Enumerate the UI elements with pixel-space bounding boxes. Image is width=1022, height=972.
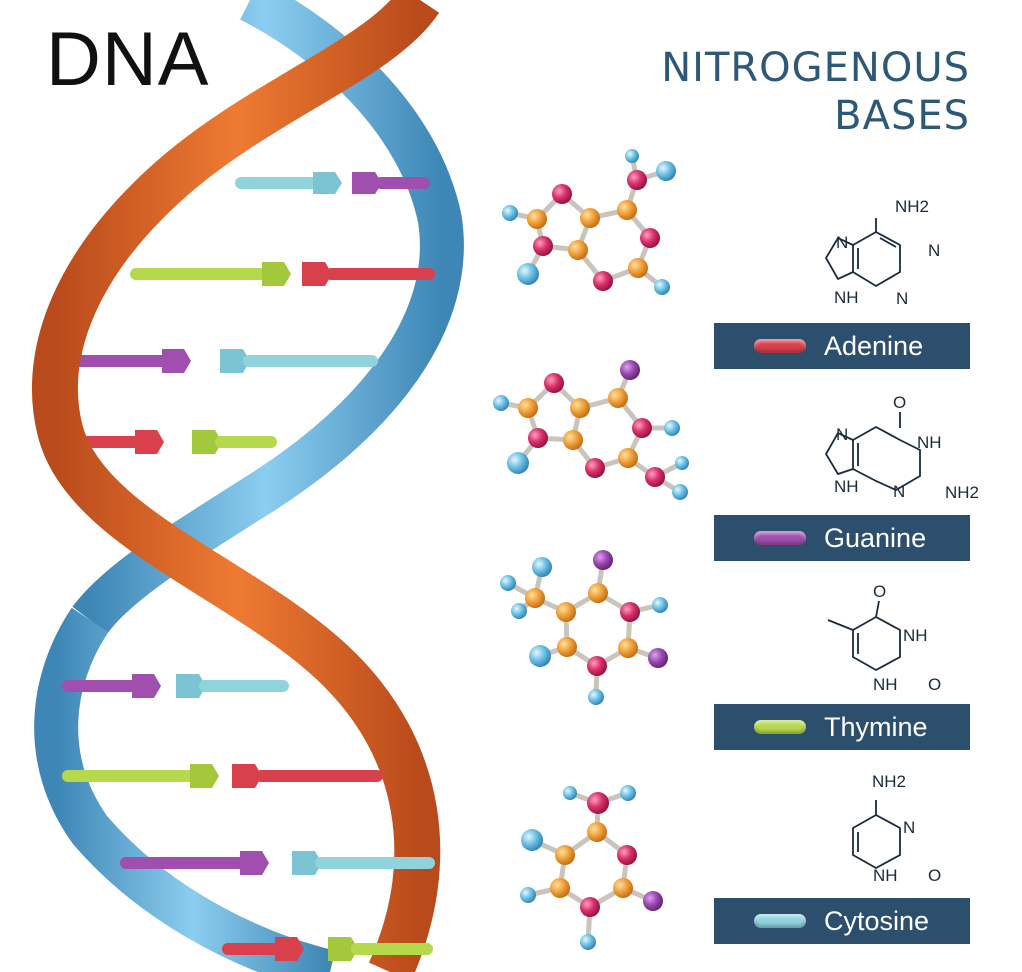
thymine-nh-label-1: NH <box>903 626 928 645</box>
section-heading: NITROGENOUS BASES <box>661 44 970 140</box>
base-name: Thymine <box>824 711 928 742</box>
structural-formulas: NH2 N N N NH O NH NH2 N N NH O NH NH <box>824 197 979 885</box>
cytosine-formula: NH2 N NH O <box>852 772 941 885</box>
color-swatch <box>754 914 806 928</box>
rung <box>120 851 435 875</box>
color-swatch <box>754 531 806 545</box>
heading-line-1: NITROGENOUS <box>661 45 970 91</box>
base-pair-rungs <box>55 172 435 454</box>
adenine-nh-label: NH <box>834 288 859 307</box>
guanine-o-label: O <box>893 393 906 412</box>
guanine-nh-label-1: NH <box>917 433 942 452</box>
rung <box>222 937 433 961</box>
guanine-n-label-2: N <box>893 482 905 501</box>
cytosine-n-label: N <box>903 818 915 837</box>
cytosine-nh-label: NH <box>873 866 898 885</box>
thymine-o-label-1: O <box>873 582 886 601</box>
page-title: DNA <box>46 17 210 102</box>
guanine-n-label-1: N <box>836 425 848 444</box>
rung <box>235 172 430 194</box>
rung <box>62 674 289 698</box>
dna-helix <box>31 0 464 972</box>
base-name: Adenine <box>824 330 924 361</box>
base-name: Cytosine <box>824 905 930 936</box>
adenine-n-label-2: N <box>896 289 908 308</box>
label-cytosine: Cytosine <box>714 898 970 944</box>
cytosine-model <box>520 785 663 950</box>
thymine-formula: O NH NH O <box>827 582 941 694</box>
cytosine-o-label: O <box>928 866 941 885</box>
label-thymine: Thymine <box>714 704 970 750</box>
rung <box>62 349 378 373</box>
guanine-nh-label-2: NH <box>834 477 859 496</box>
guanine-model <box>493 360 689 500</box>
strand-blue-lower <box>34 607 336 972</box>
color-swatch <box>754 339 806 353</box>
rung <box>62 764 383 788</box>
adenine-model <box>502 149 676 295</box>
adenine-n-label-1: N <box>928 241 940 260</box>
strand-orange <box>31 0 441 972</box>
thymine-o-label-2: O <box>928 675 941 694</box>
thymine-nh-label-2: NH <box>873 675 898 694</box>
adenine-n-label-3: N <box>836 233 848 252</box>
adenine-formula: NH2 N N N NH <box>824 197 940 308</box>
base-name: Guanine <box>824 522 927 553</box>
thymine-model <box>500 550 668 705</box>
adenine-amino-label: NH2 <box>895 197 929 216</box>
rung <box>130 262 435 286</box>
label-guanine: Guanine <box>714 515 970 561</box>
color-swatch <box>754 720 806 734</box>
guanine-amino-label: NH2 <box>945 483 979 502</box>
molecule-models <box>493 149 689 950</box>
guanine-formula: O NH NH2 N N NH <box>824 393 979 502</box>
cytosine-amino-label: NH2 <box>872 772 906 791</box>
label-adenine: Adenine <box>714 323 970 369</box>
heading-line-2: BASES <box>834 93 970 139</box>
base-pair-rungs-lower <box>62 674 435 961</box>
